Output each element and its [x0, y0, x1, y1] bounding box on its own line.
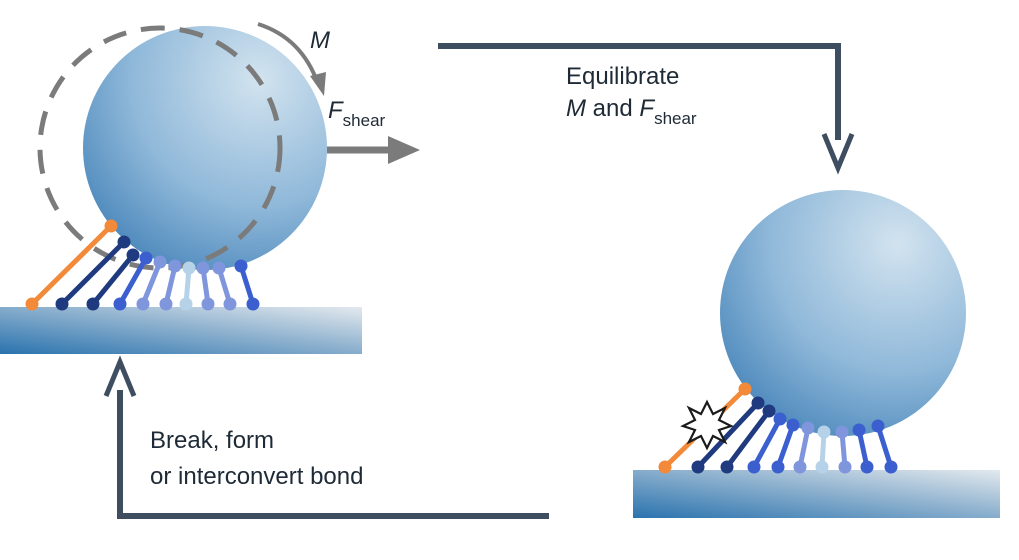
right-surface — [633, 470, 1000, 518]
right-bond-5-base-bead — [771, 460, 785, 474]
left-surface — [0, 307, 362, 354]
right-bond-2-top-bead — [751, 396, 765, 410]
left-scene: M Fshear — [0, 22, 420, 354]
right-bond-6-top-bead — [801, 421, 815, 435]
right-bond-7-base-bead — [815, 460, 829, 474]
left-bond-3 — [90, 252, 136, 307]
left-bond-10 — [238, 263, 256, 307]
shear-subscript: shear — [343, 111, 386, 130]
left-bond-4 — [117, 255, 149, 307]
equilibrate-subscript: shear — [654, 109, 697, 128]
right-bond-2 — [695, 400, 761, 470]
right-bond-5 — [775, 422, 796, 470]
right-bond-8-top-bead — [835, 425, 849, 439]
equilibrate-f: F — [639, 95, 655, 122]
right-bond-9-top-bead — [852, 423, 866, 437]
moment-label: M — [310, 27, 330, 54]
right-bond-5-top-bead — [786, 418, 800, 432]
left-bond-4-top-bead — [139, 251, 153, 265]
left-bond-10-top-bead — [234, 259, 248, 273]
right-bond-7-top-bead — [817, 425, 831, 439]
left-bond-7-top-bead — [182, 261, 196, 275]
right-bond-3-top-bead — [762, 404, 776, 418]
left-bond-9-top-bead — [212, 261, 226, 275]
equilibrate-and: and — [586, 95, 639, 122]
left-bond-2 — [59, 239, 127, 307]
break-label-line1: Break, form — [150, 427, 274, 454]
right-bond-3-base-bead — [720, 460, 734, 474]
left-bond-9-base-bead — [223, 297, 237, 311]
left-bond-6-base-bead — [159, 297, 173, 311]
left-bond-5-base-bead — [136, 297, 150, 311]
left-bond-5-top-bead — [153, 255, 167, 269]
right-bond-8-base-bead — [838, 460, 852, 474]
right-bond-6-base-bead — [793, 460, 807, 474]
bond-break-burst-icon — [680, 399, 734, 451]
right-bond-10-base-bead — [884, 460, 898, 474]
left-bond-2-base-bead — [55, 297, 69, 311]
left-bond-6-top-bead — [168, 259, 182, 273]
right-bond-2-base-bead — [691, 460, 705, 474]
right-bond-3 — [724, 408, 772, 470]
left-bond-4-base-bead — [113, 297, 127, 311]
left-bond-3-top-bead — [126, 248, 140, 262]
shear-symbol: F — [328, 97, 344, 124]
right-sphere — [720, 190, 966, 436]
equilibrate-label-line1: Equilibrate — [566, 63, 679, 90]
flow-arrow-icon-top — [438, 43, 855, 175]
left-sphere — [83, 26, 327, 270]
left-bond-2-top-bead — [117, 235, 131, 249]
right-bond-10-top-bead — [871, 419, 885, 433]
left-bond-10-base-bead — [246, 297, 260, 311]
left-bond-6 — [163, 263, 178, 307]
break-label-line2: or interconvert bond — [150, 463, 363, 490]
dashed-rotation-circle — [37, 25, 283, 271]
moment-arrow-head — [310, 72, 326, 96]
shear-force-label: Fshear — [328, 97, 386, 130]
shear-force-arrow-head — [388, 136, 420, 164]
left-bond-1-base-bead — [25, 297, 39, 311]
right-bond-1-base-bead — [658, 460, 672, 474]
left-bond-group — [25, 219, 260, 311]
flow-arrow-icon-bottom — [103, 355, 549, 519]
equilibrate-m: M — [566, 95, 586, 122]
equilibrate-label-line2: M and Fshear — [566, 95, 697, 128]
right-bond-9-base-bead — [860, 460, 874, 474]
left-bond-8-base-bead — [201, 297, 215, 311]
left-bond-1 — [29, 223, 114, 307]
left-bond-1-top-bead — [104, 219, 118, 233]
left-bond-8-top-bead — [196, 261, 210, 275]
right-bond-4-top-bead — [773, 412, 787, 426]
left-bond-5 — [140, 259, 163, 307]
right-bond-6 — [797, 425, 811, 470]
left-bond-3-base-bead — [86, 297, 100, 311]
right-bond-1-top-bead — [738, 382, 752, 396]
right-bond-4 — [751, 416, 783, 470]
left-bond-7-base-bead — [179, 297, 193, 311]
right-bond-4-base-bead — [747, 460, 761, 474]
right-scene — [633, 190, 1000, 518]
right-bond-10 — [875, 423, 894, 470]
